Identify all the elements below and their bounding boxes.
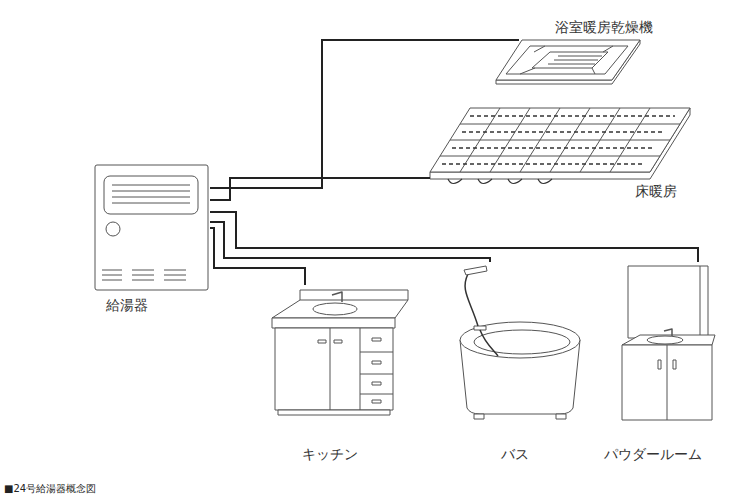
powder-room-node: パウダールーム: [598, 262, 723, 472]
pipe-line: [210, 222, 490, 262]
node-label: キッチン: [302, 445, 358, 463]
bathtub-illustration: [460, 266, 580, 419]
floor-heating-illustration: [430, 108, 690, 184]
ceiling-unit-illustration: [496, 40, 640, 84]
pipe-line: [210, 40, 519, 188]
pipe-line: [210, 228, 305, 285]
bath-node: バス: [455, 262, 585, 472]
pipe-line: [210, 212, 698, 262]
water-heater-illustration: [95, 165, 208, 290]
node-label: 給湯器: [106, 296, 148, 314]
node-label: バス: [501, 445, 529, 463]
floor-heating-node: 床暖房: [430, 100, 700, 205]
vanity-illustration: [622, 266, 715, 420]
node-label: 床暖房: [635, 182, 677, 200]
figure-caption: ■24号給湯器概念図: [4, 482, 96, 496]
water-heater-node: 給湯器: [92, 163, 210, 323]
kitchen-illustration: [272, 290, 408, 415]
dryer-node: 浴室暖房乾燥機: [519, 18, 699, 84]
kitchen-node: キッチン: [265, 285, 415, 470]
node-label: パウダールーム: [604, 445, 702, 463]
node-label: 浴室暖房乾燥機: [555, 18, 653, 36]
pipe-line: [210, 178, 430, 200]
